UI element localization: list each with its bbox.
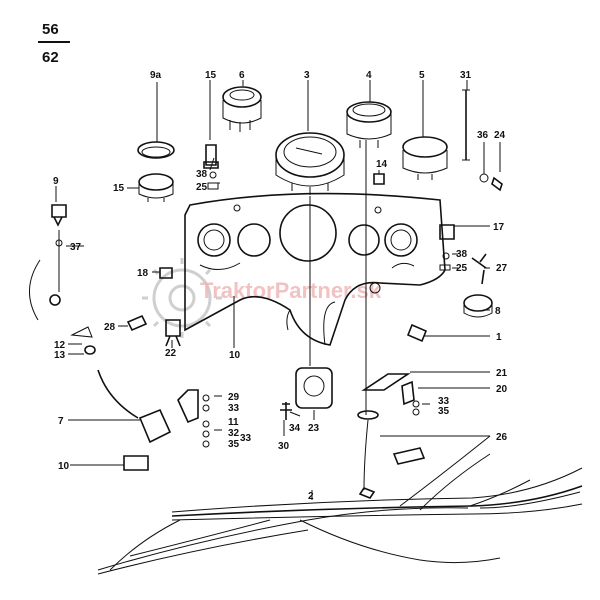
strip-20 <box>401 380 415 406</box>
gauge-hole-4 <box>384 223 418 257</box>
gauge-hole-3 <box>348 224 380 256</box>
ring-9a <box>137 141 175 159</box>
callout-29: 29 <box>228 392 240 403</box>
callout-28: 28 <box>104 322 116 333</box>
cable-26 <box>363 419 369 491</box>
callout-4: 4 <box>366 70 372 81</box>
callout-26: 26 <box>496 432 508 443</box>
callout-15: 14 <box>376 159 388 170</box>
callout-12: 11 <box>228 417 239 428</box>
callout-17: 15 <box>205 70 217 81</box>
callout-38-left: 38 <box>196 169 208 180</box>
gauge-5 <box>402 136 448 180</box>
gauge-6 <box>222 86 262 132</box>
gauge-3 <box>275 132 345 195</box>
callout-30: 30 <box>278 441 290 452</box>
callout-33-a: 33 <box>228 403 240 414</box>
panel-edge <box>286 309 291 331</box>
callout-11: 10 <box>58 461 70 472</box>
watermark-text: TraktorPartner.sk <box>200 278 382 303</box>
part-1 <box>406 323 428 343</box>
callout-3: 3 <box>304 70 310 81</box>
panel-cutout <box>323 301 336 346</box>
callout-9a: 9a <box>150 70 162 81</box>
callout-24: 24 <box>494 130 506 141</box>
callout-1: 1 <box>496 332 502 343</box>
callout-23: 23 <box>308 423 320 434</box>
strip-21 <box>361 373 411 391</box>
callout-38-right: 38 <box>456 249 468 260</box>
part-28 <box>126 314 148 332</box>
part-22 <box>165 319 181 347</box>
gauge-hole-main <box>279 204 337 262</box>
callout-10: 10 <box>229 350 241 361</box>
callout-37: 37 <box>70 242 82 253</box>
callout-35-b: 35 <box>438 406 450 417</box>
ignition-switch-8 <box>463 294 493 318</box>
part-30 <box>280 402 292 420</box>
callout-14: 13 <box>54 350 66 361</box>
callout-8: 8 <box>495 306 501 317</box>
callout-16: 15 <box>113 183 125 194</box>
key-27 <box>471 253 487 285</box>
callout-18: 17 <box>493 222 505 233</box>
wiring-harness-2 <box>97 435 583 575</box>
part-19 <box>159 267 173 279</box>
callout-6: 6 <box>239 70 245 81</box>
switch-17 <box>203 144 219 169</box>
callout-27: 27 <box>496 263 508 274</box>
lamp-7 <box>138 408 172 444</box>
callout-32: 32 <box>228 428 240 439</box>
callout-13: 12 <box>54 340 66 351</box>
page-number-bottom: 62 <box>42 49 59 66</box>
callout-2: 2 <box>308 491 314 502</box>
bulb-11 <box>123 455 149 471</box>
bracket <box>177 389 199 424</box>
leader-lines <box>55 80 501 500</box>
callout-21: 21 <box>496 368 508 379</box>
gauge-4 <box>346 101 392 148</box>
callout-20: 20 <box>496 384 508 395</box>
callout-34: 34 <box>289 423 301 434</box>
lamp-cable <box>97 369 139 419</box>
callout-9: 9 <box>53 176 59 187</box>
callout-25-right: 25 <box>456 263 468 274</box>
gauge-16 <box>138 173 174 202</box>
callout-36: 36 <box>477 130 489 141</box>
callout-22: 22 <box>165 348 177 359</box>
callout-35-a: 35 <box>228 439 240 450</box>
callout-25-left: 25 <box>196 182 208 193</box>
lamp-15 <box>373 173 385 185</box>
switch-18 <box>439 224 455 240</box>
callout-5: 5 <box>419 70 425 81</box>
page-number-top: 56 <box>42 21 59 38</box>
callout-7: 7 <box>58 416 64 427</box>
callout-33-c: 33 <box>240 433 252 444</box>
gauge-hole-2 <box>237 223 271 257</box>
gauge-hole-1 <box>197 223 231 257</box>
callout-33-b: 33 <box>438 396 450 407</box>
horn-23 <box>295 367 333 409</box>
callout-19: 18 <box>137 268 149 279</box>
callout-31: 31 <box>460 70 472 81</box>
